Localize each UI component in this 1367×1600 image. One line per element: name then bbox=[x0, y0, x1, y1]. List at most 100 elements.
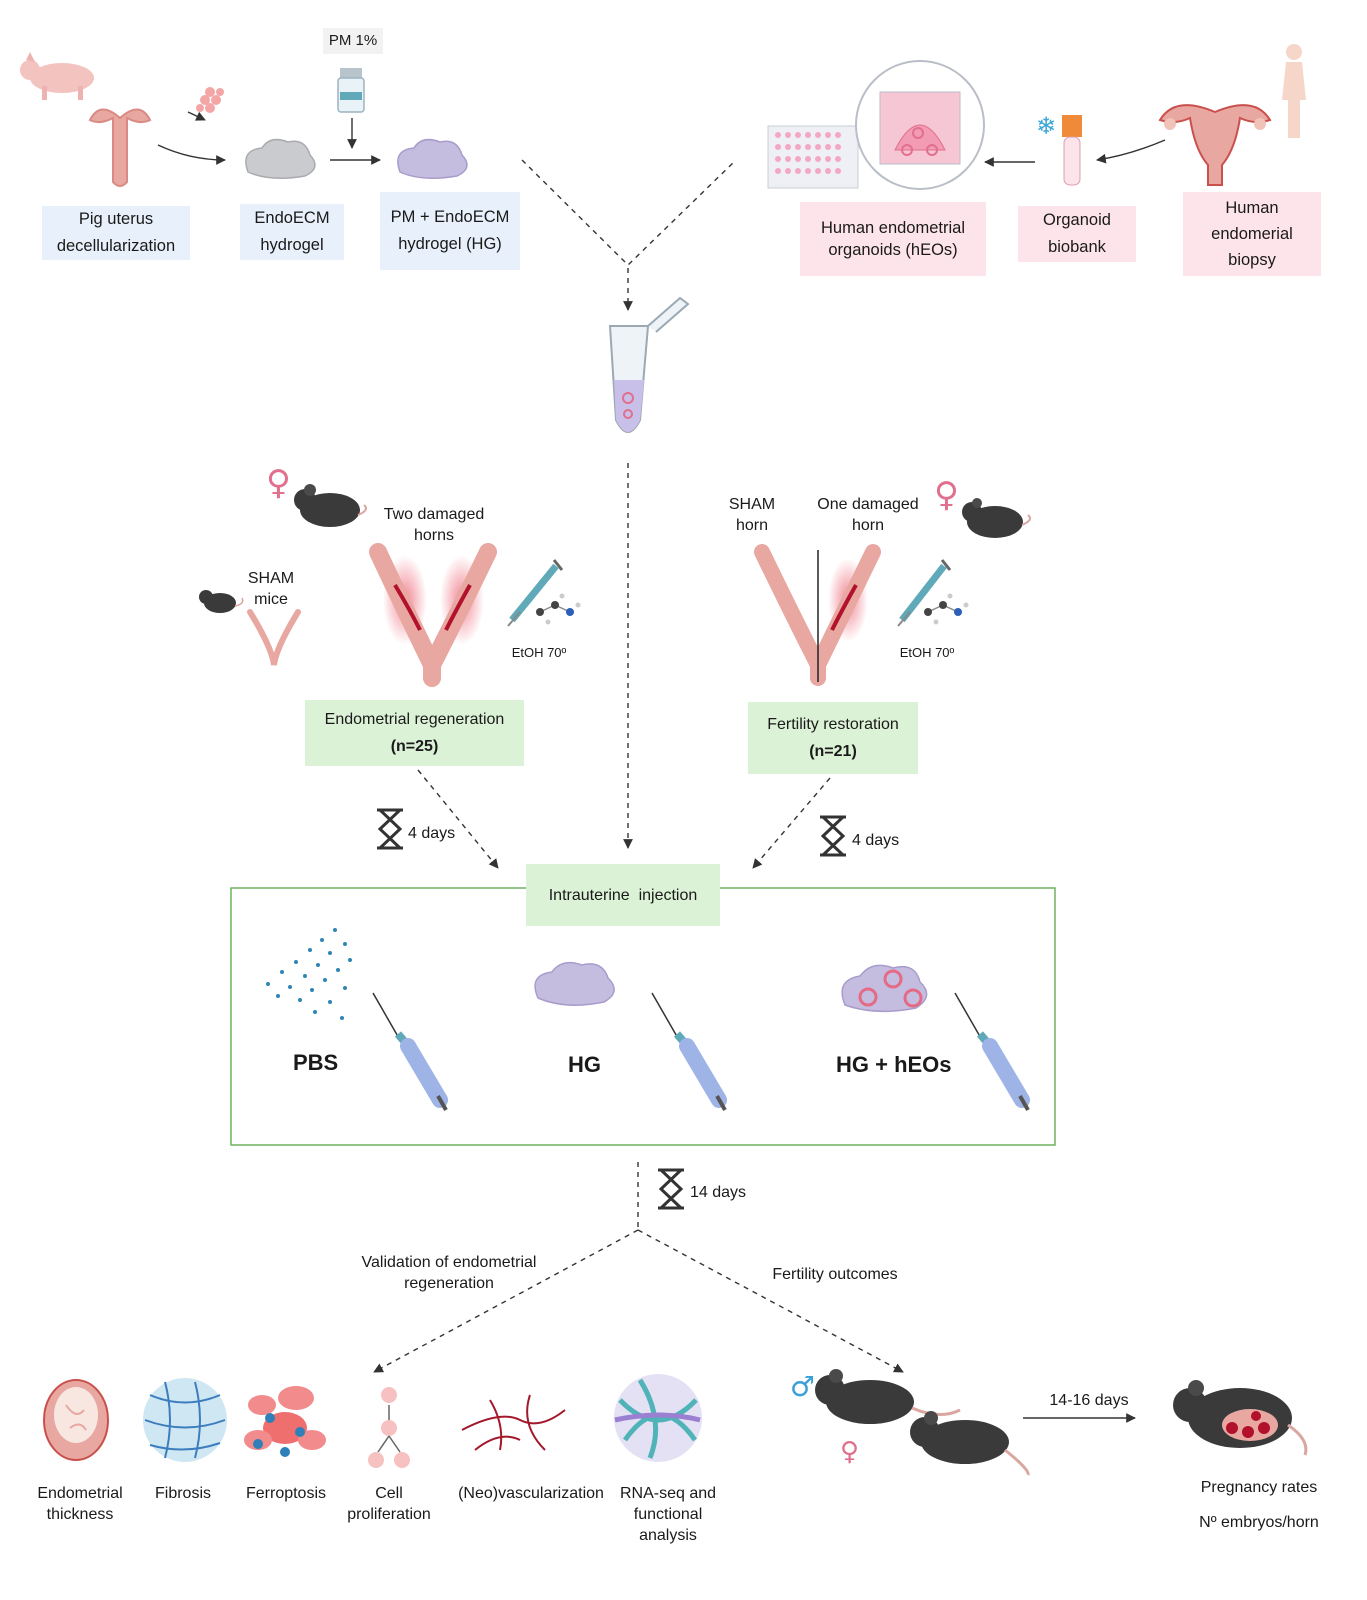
arrow-to-endoecm bbox=[157, 144, 226, 165]
pm-endoecm-box: PM + EndoECM hydrogel (HG) bbox=[380, 192, 520, 270]
two-damaged-horns-label: Two damaged horns bbox=[383, 506, 485, 544]
biobank-box: Organoid biobank bbox=[1018, 206, 1136, 262]
female-symbol-icon-bottom: ♀ bbox=[840, 1437, 859, 1467]
etoh-label-left: EtOH 70º bbox=[511, 645, 567, 660]
arrow-right-to-injection bbox=[752, 777, 831, 869]
pregnancy-rates-label: Pregnancy rates bbox=[1200, 1479, 1318, 1496]
syringe-icon bbox=[507, 559, 564, 627]
cell-proliferation-label: Cell proliferation bbox=[347, 1485, 431, 1523]
mouse-icon bbox=[294, 484, 367, 527]
male-symbol-icon: ♂ bbox=[790, 1370, 815, 1403]
fibrosis-icon bbox=[143, 1378, 227, 1462]
endometrial-regeneration-title: Endometrial regeneration bbox=[324, 711, 505, 728]
hourglass-icon-center bbox=[658, 1168, 684, 1210]
vascularization-label: (Neo)vascularization bbox=[458, 1485, 604, 1502]
pig-uterus-box: Pig uterus decellularization bbox=[42, 206, 190, 260]
eppendorf-tube-icon bbox=[608, 296, 690, 433]
svg-text:♀: ♀ bbox=[934, 475, 959, 515]
right-days-label: 4 days bbox=[852, 832, 900, 849]
damaged-uterus-two-horns-icon bbox=[369, 543, 497, 687]
endometrial-thickness-icon bbox=[43, 1379, 109, 1461]
heos-box: Human endometrial organoids (hEOs) bbox=[800, 202, 986, 276]
fibrosis-label: Fibrosis bbox=[154, 1485, 211, 1502]
pbs-label: PBS bbox=[293, 1050, 339, 1075]
endoecm-label: EndoECM hydrogel bbox=[254, 209, 330, 254]
svg-text:♂: ♂ bbox=[790, 1370, 815, 1403]
pregnant-mouse-icon bbox=[1173, 1380, 1308, 1456]
cells-cluster-icon bbox=[196, 87, 224, 113]
validation-label: Validation of endometrial regeneration bbox=[361, 1254, 537, 1292]
fertility-restoration-n: (n=21) bbox=[809, 743, 857, 760]
arrow-left-to-injection bbox=[417, 769, 499, 869]
biopsy-label: Human endomerial biopsy bbox=[1211, 199, 1293, 269]
hg-heos-label: HG + hEOs bbox=[836, 1052, 952, 1077]
pig-icon bbox=[20, 52, 94, 100]
hg-hydrogel-icon bbox=[397, 138, 468, 179]
etoh-label-right: EtOH 70º bbox=[899, 645, 955, 660]
endometrial-thickness-label: Endometrial thickness bbox=[37, 1485, 123, 1523]
ferroptosis-icon bbox=[244, 1386, 326, 1457]
endometrial-regeneration-box: Endometrial regeneration (n=25) bbox=[305, 700, 524, 766]
sham-mouse-icon bbox=[199, 590, 244, 613]
biopsy-box: Human endomerial biopsy bbox=[1183, 192, 1321, 276]
sham-horn-label: SHAM horn bbox=[728, 496, 776, 534]
endometrial-regeneration-n: (n=25) bbox=[390, 738, 439, 755]
sham-mice-label: SHAM mice bbox=[247, 570, 295, 608]
intrauterine-injection-box: Intrauterine injection bbox=[526, 864, 720, 926]
intrauterine-injection-label: Intrauterine injection bbox=[548, 886, 698, 904]
hourglass-icon-right bbox=[820, 815, 846, 857]
organoid-magnifier-icon bbox=[855, 60, 985, 190]
endoecm-box: EndoECM hydrogel bbox=[240, 204, 344, 260]
pm-vial-icon bbox=[337, 68, 365, 113]
syringe-icon-right bbox=[897, 559, 952, 627]
vascularization-icon bbox=[461, 1394, 566, 1451]
arrow-to-cells bbox=[187, 111, 206, 121]
svg-text:♀: ♀ bbox=[840, 1437, 859, 1467]
svg-text:❄: ❄ bbox=[1036, 112, 1056, 140]
svg-text:♀: ♀ bbox=[266, 463, 291, 503]
fertility-days-label: 14-16 days bbox=[1049, 1392, 1129, 1409]
injection-frame bbox=[230, 887, 1056, 1146]
embryos-per-horn-label: Nº embryos/horn bbox=[1199, 1514, 1319, 1531]
rna-seq-icon bbox=[614, 1374, 702, 1462]
ethanol-molecule-icon-right bbox=[924, 593, 969, 625]
fertility-restoration-box: Fertility restoration (n=21) bbox=[748, 702, 918, 774]
arrow-to-fertility bbox=[637, 1229, 904, 1373]
hg-icon bbox=[534, 961, 615, 1006]
male-mouse-icon bbox=[815, 1369, 961, 1424]
rna-seq-label: RNA-seq and functional analysis bbox=[619, 1485, 717, 1544]
ferroptosis-label: Ferroptosis bbox=[245, 1485, 327, 1502]
endoecm-hydrogel-icon bbox=[245, 138, 316, 179]
center-days-label: 14 days bbox=[690, 1184, 747, 1201]
pbs-syringe-icon bbox=[372, 992, 448, 1111]
hg-label: HG bbox=[568, 1052, 601, 1077]
female-mouse-icon bbox=[910, 1411, 1030, 1476]
pm-endoecm-label: PM + EndoECM hydrogel (HG) bbox=[390, 208, 510, 253]
female-symbol-icon: ♀ bbox=[266, 463, 291, 503]
damaged-uterus-one-horn-icon bbox=[754, 544, 881, 686]
human-uterus-icon bbox=[1158, 104, 1272, 186]
pig-uterus-label: Pig uterus decellularization bbox=[56, 210, 176, 255]
converge-lines bbox=[521, 159, 737, 266]
fertility-outcomes-label: Fertility outcomes bbox=[772, 1266, 898, 1283]
fertility-restoration-title: Fertility restoration bbox=[767, 716, 899, 733]
snowflake-icon: ❄ bbox=[1036, 112, 1056, 140]
sham-uterus-icon bbox=[247, 609, 301, 666]
hg-heos-syringe-icon bbox=[954, 992, 1030, 1111]
hg-syringe-icon bbox=[651, 992, 727, 1111]
ethanol-molecule-icon bbox=[536, 593, 581, 625]
pbs-droplets-icon bbox=[266, 928, 352, 1020]
pig-uterus-icon bbox=[88, 108, 152, 187]
female-symbol-icon-right: ♀ bbox=[934, 475, 959, 515]
biobank-label: Organoid biobank bbox=[1043, 211, 1111, 256]
cell-proliferation-icon bbox=[368, 1387, 410, 1468]
one-damaged-horn-label: One damaged horn bbox=[817, 496, 919, 534]
well-plate-icon bbox=[767, 125, 859, 189]
cryovial-icon bbox=[1062, 115, 1082, 186]
pm-label: PM 1% bbox=[323, 28, 383, 54]
mouse-icon-right bbox=[962, 498, 1031, 538]
heos-label: Human endometrial organoids (hEOs) bbox=[821, 219, 965, 259]
hg-heos-icon bbox=[841, 964, 928, 1013]
arrow-to-biobank bbox=[1096, 139, 1166, 164]
